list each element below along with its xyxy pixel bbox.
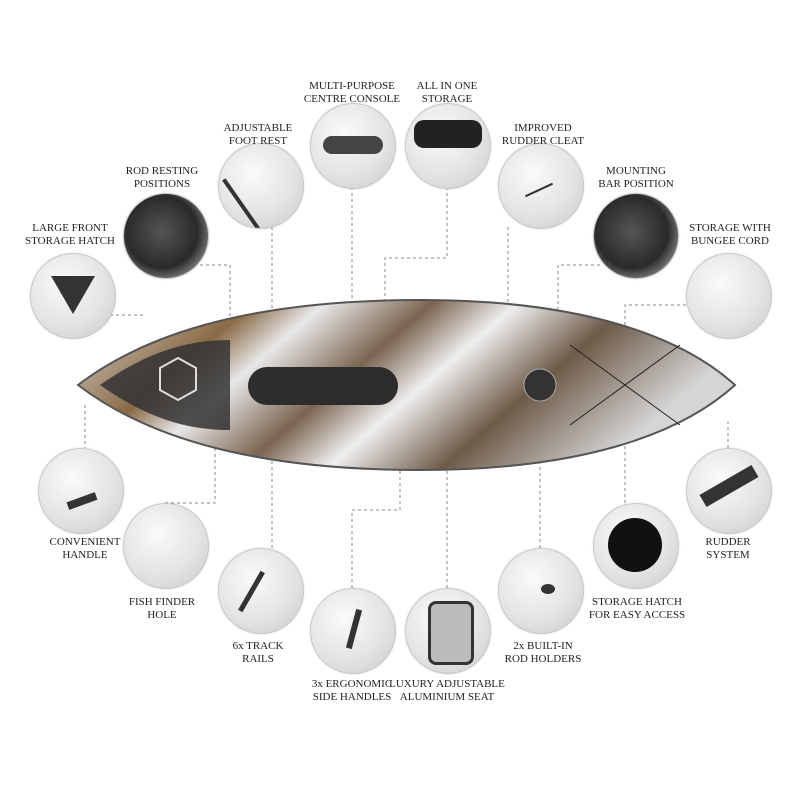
kayak-hull — [76, 298, 737, 472]
label-line: ADJUSTABLE — [223, 122, 293, 134]
side-handles-image — [310, 588, 396, 674]
bungee-cord-shape — [569, 344, 681, 426]
fish-finder-hole-image — [123, 503, 209, 589]
label-line: RUDDER CLEAT — [501, 135, 585, 147]
label-line: LUXURY ADJUSTABLE — [389, 678, 505, 690]
label-line: POSITIONS — [133, 178, 191, 190]
label-line: CENTRE CONSOLE — [303, 93, 401, 105]
label-line: ALL IN ONE — [416, 80, 478, 92]
label-line: BAR POSITION — [598, 178, 674, 190]
label-line: BUNGEE CORD — [691, 235, 769, 247]
connector-line — [624, 304, 686, 345]
label-line: 2x BUILT-IN — [513, 640, 573, 652]
label-line: CONVENIENT — [49, 536, 121, 548]
rod-resting-positions-image — [123, 193, 209, 279]
label-line: 6x TRACK — [232, 640, 284, 652]
storage-with-bungee-cord-image — [686, 253, 772, 339]
label-line: ROD HOLDERS — [504, 653, 582, 665]
improved-rudder-cleat-image — [498, 143, 584, 229]
label-line: IMPROVED — [514, 122, 572, 134]
rear-hatch-shape — [523, 368, 557, 402]
convenient-handle-image — [38, 448, 124, 534]
label-line: 3x ERGONOMIC — [311, 678, 393, 690]
mounting-bar-position-image — [593, 193, 679, 279]
connector-line — [200, 264, 231, 335]
connector-line — [384, 187, 448, 305]
rod-holders-image — [498, 548, 584, 634]
track-rails-image — [218, 548, 304, 634]
connector-line — [351, 460, 401, 588]
label-line: ROD RESTING — [125, 165, 199, 177]
label-line: HOLE — [147, 609, 177, 621]
rudder-system-image — [686, 448, 772, 534]
label-line: FOOT REST — [228, 135, 288, 147]
label-line: STORAGE HATCH — [25, 235, 115, 247]
label-line: MOUNTING — [606, 165, 666, 177]
front-hatch-shape — [100, 340, 230, 430]
logo-icon — [159, 356, 197, 402]
label-line: FOR EASY ACCESS — [588, 609, 686, 621]
label-line: RUDDER — [705, 536, 751, 548]
centre-console-shape — [248, 367, 398, 405]
multi-purpose-centre-console-image — [310, 103, 396, 189]
label-line: FISH FINDER — [128, 596, 196, 608]
label-line: STORAGE WITH — [689, 222, 771, 234]
label-line: SIDE HANDLES — [312, 691, 392, 703]
label-line: HANDLE — [62, 549, 108, 561]
label-line: STORAGE — [421, 93, 473, 105]
large-front-storage-hatch-image — [30, 253, 116, 339]
all-in-one-storage-image — [405, 103, 491, 189]
label-line: ALUMINIUM SEAT — [399, 691, 495, 703]
label-line: SYSTEM — [706, 549, 750, 561]
label-line: STORAGE HATCH — [592, 596, 682, 608]
adjustable-foot-rest-image — [218, 143, 304, 229]
aluminium-seat-image — [405, 588, 491, 674]
label-line: RAILS — [242, 653, 274, 665]
label-line: MULTI-PURPOSE — [309, 80, 395, 92]
connector-line — [165, 440, 216, 504]
connector-line — [557, 264, 600, 325]
storage-hatch-easy-access-image — [593, 503, 679, 589]
label-line: LARGE FRONT — [32, 222, 108, 234]
